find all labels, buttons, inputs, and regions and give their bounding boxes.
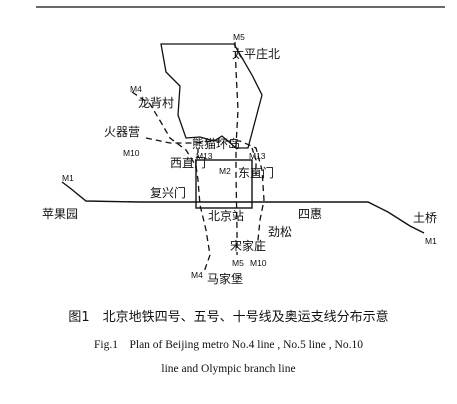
line-13 bbox=[197, 147, 257, 175]
line-10 bbox=[145, 137, 265, 250]
tag-m10-left: M10 bbox=[123, 148, 140, 158]
station-tuqiao: 土桥 bbox=[413, 211, 437, 225]
tag-m2: M2 bbox=[219, 166, 231, 176]
station-beijingzhan: 北京站 bbox=[208, 209, 244, 223]
station-songjiazhuang: 宋家庄 bbox=[230, 238, 266, 253]
tag-m13-right: M13 bbox=[249, 151, 266, 161]
station-pingguoyuan: 苹果园 bbox=[42, 207, 78, 221]
metro-map: 太平庄北 龙背村 火器营 熊猫环岛 西直门 东直门 复兴门 苹果园 北京站 四惠… bbox=[36, 6, 445, 286]
tag-m4-bottom: M4 bbox=[191, 270, 203, 280]
tag-m1-left: M1 bbox=[62, 173, 74, 183]
figure-caption-english-line2: line and Olympic branch line bbox=[161, 363, 296, 375]
olympic-branch-loop bbox=[160, 43, 263, 149]
tag-m13-left: M13 bbox=[196, 151, 213, 161]
line-5 bbox=[234, 41, 239, 255]
tag-m5-bottom: M5 bbox=[232, 258, 244, 268]
station-jinsong: 劲松 bbox=[268, 225, 292, 239]
station-huoqiying: 火器营 bbox=[104, 125, 140, 139]
station-sihui: 四惠 bbox=[298, 207, 322, 221]
tag-m10-bottom: M10 bbox=[250, 258, 267, 268]
station-taipingzhuangbei: 太平庄北 bbox=[232, 46, 280, 61]
line-4 bbox=[131, 91, 211, 273]
station-fuxingmen: 复兴门 bbox=[150, 185, 186, 200]
tag-m1-right: M1 bbox=[425, 236, 437, 246]
station-xiongmaohuandao: 熊猫环岛 bbox=[192, 136, 240, 151]
line-1 bbox=[61, 181, 425, 234]
figure-caption-english-line1: Fig.1 Plan of Beijing metro No.4 line , … bbox=[94, 339, 363, 351]
station-dongzhimen: 东直门 bbox=[238, 165, 274, 180]
tag-m4-top: M4 bbox=[130, 84, 142, 94]
line-2-loop bbox=[195, 159, 253, 209]
station-longbeicun: 龙背村 bbox=[138, 96, 174, 110]
station-xizhimen: 西直门 bbox=[170, 155, 206, 170]
figure-caption-chinese: 图1 北京地铁四号、五号、十号线及奥运支线分布示意 bbox=[68, 310, 389, 325]
station-majiapu: 马家堡 bbox=[207, 271, 243, 286]
tag-m5-top: M5 bbox=[233, 32, 245, 42]
